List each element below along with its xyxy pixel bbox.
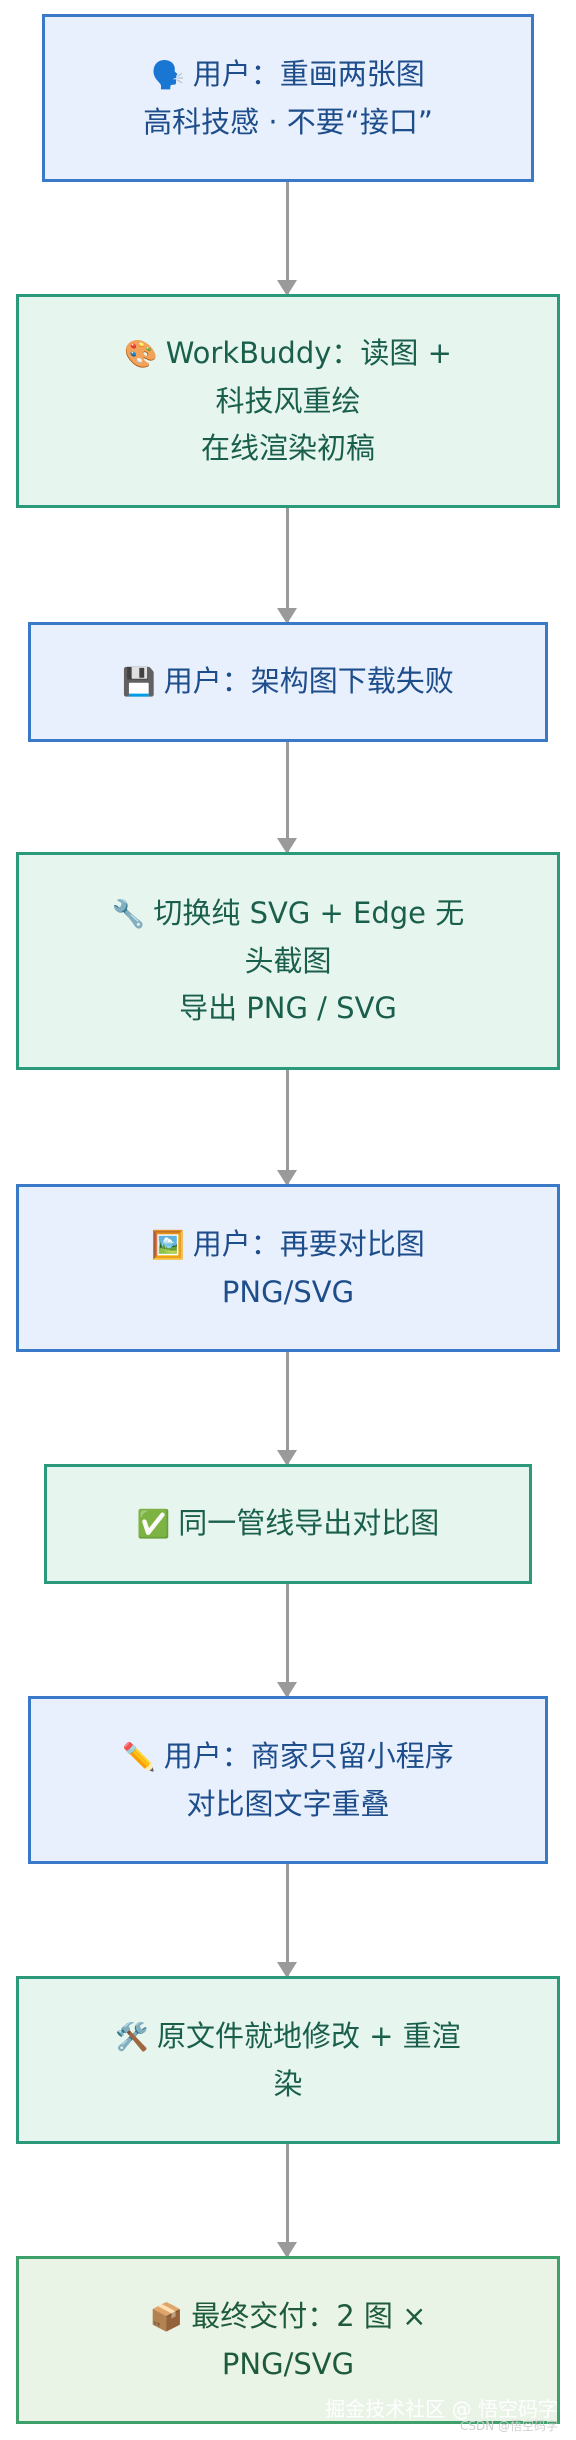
- node-line: 对比图文字重叠: [186, 1786, 390, 1821]
- watermark: 掘金技术社区 @ 悟空码字: [325, 2397, 558, 2421]
- node-line: ✅同一管线导出对比图: [136, 1506, 440, 1540]
- flow-arrow: [277, 742, 297, 854]
- node-line: PNG/SVG: [221, 2346, 355, 2381]
- node-workbuddy-redraw: 🎨WorkBuddy：读图 + 科技风重绘 在线渲染初稿: [16, 294, 560, 508]
- node-line: 头截图: [244, 944, 332, 978]
- framed-picture-icon: 🖼️: [151, 1229, 185, 1261]
- watermark-sub: CSDN @悟空码字: [459, 2419, 558, 2433]
- node-line: 💾用户：架构图下载失败: [122, 664, 454, 698]
- node-line: 染: [273, 2066, 303, 2101]
- node-inplace-edit-rerender: 🛠️原文件就地修改 + 重渲 染: [16, 1976, 560, 2144]
- floppy-disk-icon: 💾: [122, 667, 156, 698]
- node-line: 🛠️原文件就地修改 + 重渲: [115, 2018, 461, 2053]
- package-icon: 📦: [149, 2301, 184, 2333]
- hammer-and-wrench-icon: 🛠️: [115, 2021, 149, 2053]
- node-line: 科技风重绘: [215, 384, 361, 418]
- node-user-text-overlap: ✏️用户：商家只留小程序 对比图文字重叠: [28, 1696, 548, 1864]
- speaking-head-icon: 🗣️: [151, 59, 185, 91]
- node-line: 🖼️用户：再要对比图: [151, 1226, 425, 1261]
- wrench-icon: 🔧: [111, 899, 146, 930]
- check-mark-icon: ✅: [136, 1509, 171, 1540]
- pencil-icon: ✏️: [122, 1741, 156, 1773]
- flow-arrow: [277, 1864, 297, 1978]
- flow-arrow: [277, 508, 297, 624]
- flow-arrow: [277, 2144, 297, 2258]
- node-line: ✏️用户：商家只留小程序: [122, 1738, 454, 1773]
- node-switch-svg-headless: 🔧切换纯 SVG + Edge 无 头截图 导出 PNG / SVG: [16, 852, 560, 1070]
- node-line: 高科技感 · 不要“接口”: [143, 104, 433, 139]
- node-final-delivery: 📦最终交付：2 图 × PNG/SVG: [16, 2256, 560, 2424]
- node-line: PNG/SVG: [221, 1274, 355, 1309]
- palette-icon: 🎨: [124, 339, 158, 370]
- node-line: 🗣️用户：重画两张图: [151, 56, 425, 91]
- flow-arrow: [277, 1070, 297, 1186]
- node-line: 导出 PNG / SVG: [179, 991, 397, 1025]
- node-user-download-failed: 💾用户：架构图下载失败: [28, 622, 548, 742]
- node-user-request-redraw: 🗣️用户：重画两张图 高科技感 · 不要“接口”: [42, 14, 534, 182]
- flow-arrow: [277, 1352, 297, 1466]
- node-line: 🎨WorkBuddy：读图 +: [124, 336, 452, 370]
- flow-arrow: [277, 182, 297, 296]
- node-same-pipeline-export: ✅同一管线导出对比图: [44, 1464, 532, 1584]
- node-user-compare-chart: 🖼️用户：再要对比图 PNG/SVG: [16, 1184, 560, 1352]
- node-line: 在线渲染初稿: [200, 431, 375, 465]
- node-line: 📦最终交付：2 图 ×: [149, 2298, 427, 2333]
- node-line: 🔧切换纯 SVG + Edge 无: [111, 896, 465, 930]
- flow-arrow: [277, 1584, 297, 1698]
